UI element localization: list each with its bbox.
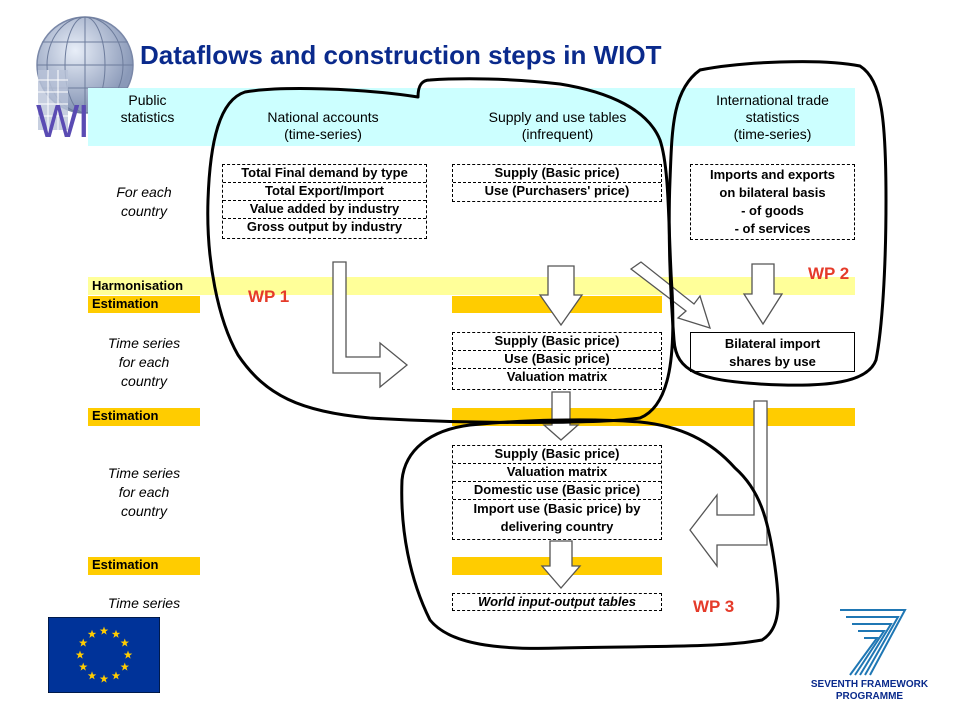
star-icon — [123, 650, 133, 659]
estimation-label-2: Estimation — [88, 408, 200, 426]
box-item: Total Final demand by type — [223, 165, 426, 183]
box-item: Import use (Basic price) by delivering c… — [473, 501, 641, 534]
page-title: Dataflows and construction steps in WIOT — [140, 40, 662, 70]
down-arrow-icon — [742, 263, 784, 326]
wp1-label: WP 1 — [248, 287, 290, 306]
star-icon — [78, 638, 88, 647]
box-item: Valuation matrix — [506, 369, 608, 384]
star-icon — [99, 626, 109, 635]
box-item: Value added by industry — [223, 201, 426, 219]
box-item: Domestic use (Basic price) — [453, 482, 661, 500]
trade-statistics-box: Imports and exports on bilateral basis -… — [690, 164, 855, 240]
supply-use-box-3: Supply (Basic price) Valuation matrix Do… — [452, 445, 662, 540]
down-arrow-icon — [542, 391, 580, 441]
star-icon — [120, 638, 130, 647]
box-item: Supply (Basic price) — [453, 165, 661, 183]
box-item: Use (Purchasers' price) — [484, 183, 630, 198]
supply-use-box-1: Supply (Basic price) Use (Purchasers' pr… — [452, 164, 662, 202]
header-public-statistics: Public statistics — [120, 92, 175, 125]
fp7-logo-icon — [840, 609, 907, 676]
box-item: Total Export/Import — [223, 183, 426, 201]
star-icon — [78, 662, 88, 671]
star-icon — [75, 650, 85, 659]
star-icon — [120, 662, 130, 671]
estimation-label-3: Estimation — [88, 557, 200, 575]
star-icon — [111, 671, 121, 680]
down-arrow-icon — [538, 265, 584, 327]
fp7-label-line1: SEVENTH FRAMEWORK — [810, 679, 929, 690]
wp3-outline — [400, 418, 780, 650]
wp2-outline — [667, 60, 888, 387]
row-label-time-series-2: Time series for each country — [107, 465, 181, 519]
globe-logo-icon — [36, 16, 134, 130]
box-item: Supply (Basic price) — [453, 446, 661, 464]
star-icon — [87, 671, 97, 680]
star-icon — [99, 674, 109, 683]
row-label-for-each-country: For each country — [116, 184, 172, 219]
box-item: Gross output by industry — [246, 219, 403, 234]
estimation-label-1: Estimation — [88, 296, 200, 313]
row-label-time-series-3: Time series — [107, 595, 181, 611]
wp2-label: WP 2 — [808, 264, 850, 283]
row-label-time-series-1: Time series for each country — [107, 335, 181, 389]
eu-flag-icon — [48, 617, 160, 693]
elbow-arrow-icon — [689, 400, 768, 568]
supply-use-box-2: Supply (Basic price) Use (Basic price) V… — [452, 332, 662, 390]
bilateral-import-box: Bilateral import shares by use — [690, 332, 855, 372]
wp3-label: WP 3 — [693, 597, 735, 616]
logo-text: WI — [36, 95, 90, 147]
box-item: Use (Basic price) — [453, 351, 661, 369]
harmonisation-label: Harmonisation — [92, 278, 184, 293]
fp7-label-line2: PROGRAMME — [835, 691, 904, 702]
header-national-accounts: National accounts (time-series) — [267, 109, 379, 142]
wp1-outline — [206, 77, 675, 424]
wiot-box: World input-output tables — [452, 593, 662, 611]
elbow-arrow-icon — [332, 261, 409, 389]
star-icon — [111, 629, 121, 638]
national-accounts-box: Total Final demand by type Total Export/… — [222, 164, 427, 239]
star-icon — [87, 629, 97, 638]
box-item: World input-output tables — [478, 594, 636, 609]
box-item: Valuation matrix — [453, 464, 661, 482]
box-item: Imports and exports on bilateral basis -… — [710, 167, 835, 236]
header-supply-use-tables: Supply and use tables (infrequent) — [488, 109, 627, 142]
box-item: Supply (Basic price) — [453, 333, 661, 351]
down-arrow-icon — [540, 540, 582, 589]
header-international-trade: International trade statistics (time-ser… — [716, 92, 829, 142]
box-item: Bilateral import shares by use — [724, 336, 821, 369]
